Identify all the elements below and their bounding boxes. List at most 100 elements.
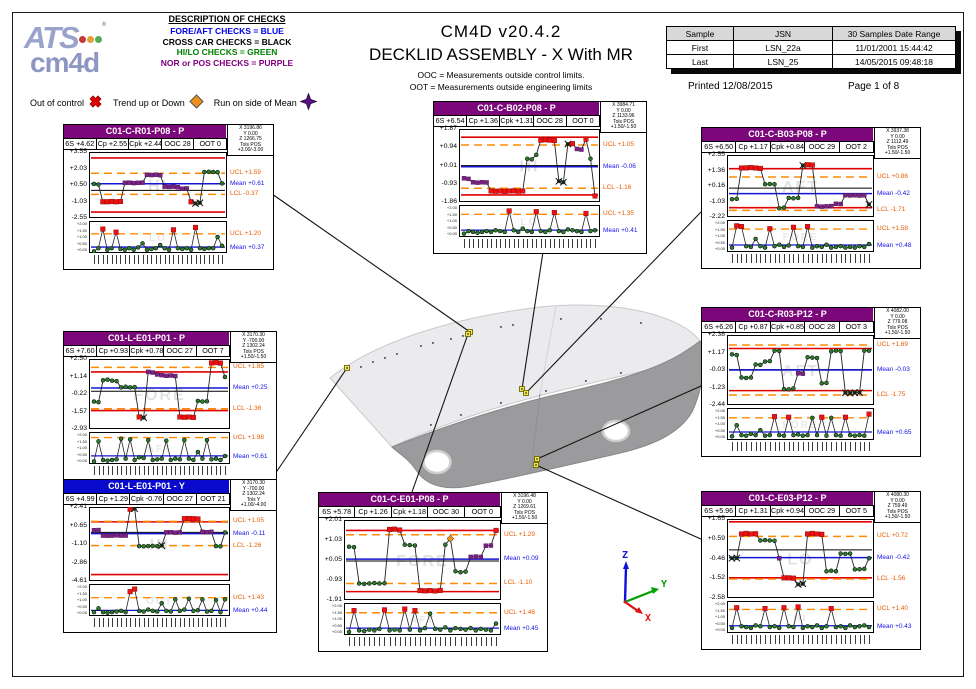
- x-axis-tick-label: [746, 254, 748, 263]
- x-axis-tick-label: [563, 239, 565, 248]
- info-line: Y 0.00: [890, 133, 905, 140]
- x-axis-tick-label: [869, 254, 870, 263]
- lcl-label: LCL -1.16: [603, 184, 632, 192]
- ucl-label: UCL +1.85: [233, 363, 265, 371]
- x-axis-tick-label: [750, 254, 752, 263]
- stat-cell: Cp +1.31: [736, 505, 771, 517]
- x-axis-tick-label: [369, 637, 371, 646]
- check-line-0: FORE/AFT CHECKS = BLUE: [170, 26, 284, 36]
- individuals-plot: AFT: [727, 155, 874, 217]
- x-axis-tick-label: [585, 239, 587, 248]
- x-axis-tick-label: [536, 239, 538, 248]
- x-axis-tick-label: [435, 637, 437, 646]
- x-axis-tick-label: [732, 635, 733, 644]
- x-axis-tick-label: [160, 255, 162, 264]
- mr-y-axis-label: +0.50: [714, 239, 725, 245]
- x-axis-tick-label: [821, 635, 823, 644]
- mean-label: Mean -0.03: [877, 366, 910, 373]
- info-line: +1.50/-1.50: [511, 515, 538, 522]
- x-axis-tick-label: [374, 637, 376, 646]
- description-of-checks: DESCRIPTION OF CHECKS FORE/AFT CHECKS = …: [118, 14, 336, 68]
- x-axis-tick-label: [746, 635, 748, 644]
- x-axis-tick-label: [125, 618, 127, 627]
- stat-cell: 6S +4.62: [64, 138, 97, 150]
- ucl-label: UCL +0.86: [877, 172, 909, 180]
- info-line: Tols POS: [243, 348, 264, 355]
- mr-y-axis-label: +1.00: [76, 597, 87, 602]
- x-axis-tick-label: [850, 635, 852, 644]
- ucl-label: UCL +1.98: [233, 433, 265, 441]
- individuals-plot: LO: [727, 519, 874, 598]
- mean-label: Mean +0.48: [877, 242, 912, 250]
- x-axis-tick-label: [450, 637, 452, 646]
- y-axis-label: +1.17: [707, 348, 725, 356]
- x-axis-tick-label: [831, 254, 833, 263]
- x-axis-tick-label: [826, 442, 828, 451]
- y-axis-label: +0.05: [324, 556, 342, 563]
- info-line: +1.50/-1.50: [884, 514, 911, 521]
- mean-label: Mean +0.45: [504, 625, 539, 633]
- x-axis-tick-label: [755, 442, 757, 451]
- x-axis-tick-label: [94, 466, 95, 475]
- x-axis-tick-label: [500, 239, 502, 248]
- stat-cell: Cpk +1.31: [500, 115, 534, 127]
- info-line: +1.50/-1.50: [240, 354, 267, 361]
- info-line: Tols POS: [613, 118, 634, 125]
- x-axis-tick-label: [419, 637, 421, 646]
- x-axis-tick-label: [840, 635, 842, 644]
- info-line: Z 1269.61: [513, 504, 536, 511]
- x-axis-tick-label: [134, 618, 136, 627]
- info-line: X 3984.71: [612, 102, 635, 108]
- x-axis-tick-label: [793, 635, 795, 644]
- x-axis-tick-label: [595, 239, 596, 248]
- x-axis-tick-label: [204, 255, 206, 264]
- x-axis-tick-label: [549, 239, 551, 248]
- x-axis-tick-label: [545, 239, 547, 248]
- mr-y-axis-label: +0.50: [714, 620, 725, 626]
- mr-y-axis-label: +2.00: [714, 601, 725, 606]
- info-line: Z 1302.24: [242, 491, 265, 498]
- info-line: X 3937.38: [886, 128, 909, 134]
- svg-text:AFT: AFT: [147, 444, 172, 455]
- x-axis-tick-label: [206, 466, 208, 475]
- x-axis-tick-label: [509, 239, 511, 248]
- info-line: Tols POS: [240, 141, 261, 148]
- x-axis-tick-label: [779, 635, 781, 644]
- x-axis-tick-label: [116, 466, 118, 475]
- x-axis-tick-label: [143, 466, 145, 475]
- x-axis-tick-label: [760, 442, 762, 451]
- mr-y-axis-label: +0.50: [76, 240, 87, 246]
- x-axis-tick-label: [869, 442, 870, 451]
- x-axis-tick-label: [220, 618, 222, 627]
- x-axis-tick-label: [186, 255, 188, 264]
- x-axis-tick-label: [769, 254, 771, 263]
- x-axis-tick-label: [148, 618, 150, 627]
- stat-cell: OOT 2: [839, 141, 875, 153]
- x-axis-tick-label: [859, 442, 861, 451]
- info-line: Tols POS: [887, 144, 908, 151]
- x-axis-tick-label: [111, 255, 113, 264]
- stat-cell: Cp +1.26: [355, 506, 392, 518]
- mean-label: Mean +0.61: [233, 452, 268, 460]
- x-axis-tick-label: [464, 239, 465, 248]
- x-axis-tick-label: [741, 254, 743, 263]
- info-line: Z 759.49: [887, 503, 908, 510]
- x-axis-tick-label: [98, 255, 100, 264]
- x-axis-tick-label: [817, 442, 819, 451]
- x-axis-tick-label: [157, 618, 159, 627]
- y-axis-label: +1.36: [707, 166, 725, 174]
- moving-range-plot: LO: [459, 205, 600, 237]
- ucl-label: UCL +0.72: [877, 532, 909, 540]
- stat-cell: 6S +6.54: [434, 115, 468, 127]
- mr-y-axis-label: +0.00: [76, 610, 87, 615]
- info-line: X 3170.30: [242, 480, 265, 486]
- x-axis-tick-label: [576, 239, 578, 248]
- x-axis-tick-label: [146, 255, 148, 264]
- info-line: +3.00/-3.00: [237, 147, 264, 154]
